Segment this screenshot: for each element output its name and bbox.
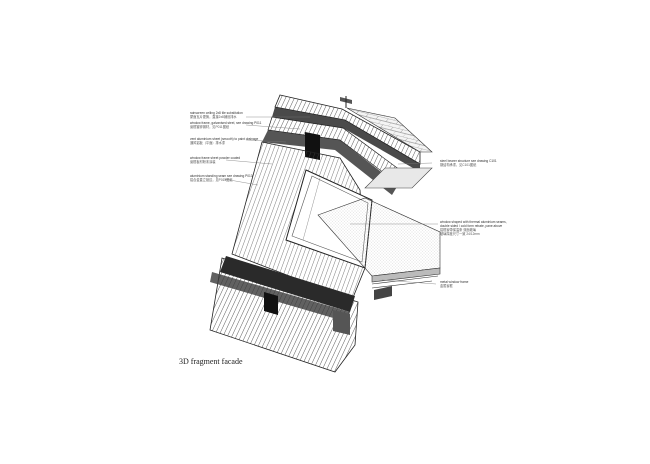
roof-section: [262, 94, 433, 195]
label-left-2: window frame, galvanised steel, see draw…: [190, 121, 262, 125]
label-left-2-cn: 窗框镀锌钢材，见P011图纸: [190, 124, 230, 129]
label-right-2: window shaped with thermal aluminium sea…: [440, 220, 507, 224]
label-left-5: aluminium standing seam see drawing P013: [190, 174, 253, 178]
figure-caption: 3D fragment facade: [179, 357, 243, 366]
label-left-1-cn: 屋面瓦片更换，直接2x8铺设排水: [190, 114, 237, 119]
right-annotations: steel bearer structure see drawing C101 …: [440, 159, 507, 288]
label-left-3: vent aluminium sheet (smooth) to paint d…: [190, 137, 258, 141]
label-right-3-cn: 金属窗框: [440, 283, 454, 288]
label-right-3: metal window frame: [440, 280, 469, 284]
label-right-2b: double sided / cold form rebate, pane ab…: [440, 224, 502, 228]
label-right-1: steel bearer structure see drawing C101: [440, 159, 497, 163]
left-annotations: rainscreen ceiling 2x8 tile substitution…: [190, 111, 262, 182]
floor-slab: [317, 197, 441, 300]
label-left-4-cn: 窗框板材粉末涂装: [190, 159, 216, 164]
leader-lines: [223, 116, 438, 285]
label-right-2-cn: 铝框窗带保温条 双面玻璃: [440, 227, 477, 232]
label-left-4: window frame sheet powder coated: [190, 156, 240, 160]
lower-facade: [209, 256, 359, 373]
label-right-1-cn: 钢结构承重，见C101图纸: [440, 162, 477, 167]
label-right-2-cn2: 玻璃厚度尺寸一致 24/12mm: [440, 231, 480, 236]
label-left-3-cn: 通风铝板（平面）排水漆: [190, 140, 226, 145]
label-left-5-cn: 铝合金直立锁边，见P013图纸: [190, 177, 233, 182]
upper-slab: [364, 167, 433, 189]
label-left-1: rainscreen ceiling 2x8 tile substitution: [190, 111, 243, 115]
